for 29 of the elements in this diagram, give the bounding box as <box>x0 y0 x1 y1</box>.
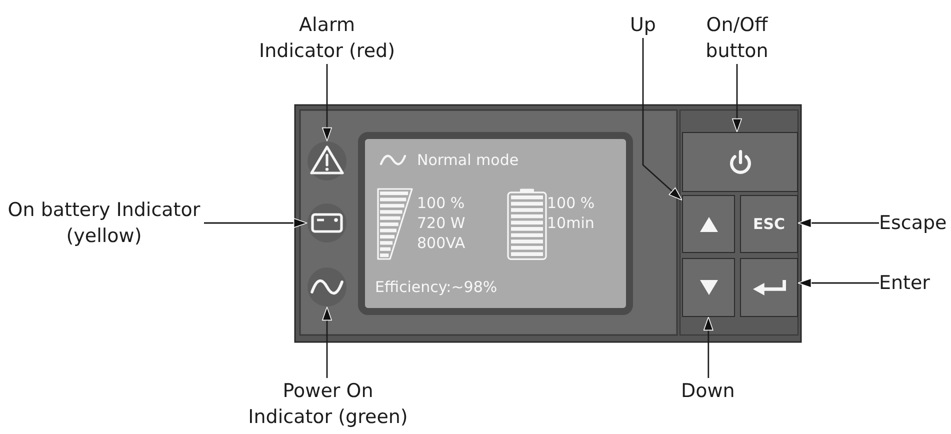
mode-text: Normal mode <box>417 150 519 170</box>
leader-arrow <box>798 218 879 228</box>
leader-arrow <box>322 64 332 142</box>
callout-label: Up <box>630 12 656 38</box>
enter-button <box>740 258 798 317</box>
leader-arrow <box>703 316 714 378</box>
sine-wave-icon <box>307 267 347 307</box>
callout-label: Power On Indicator (green) <box>243 378 413 430</box>
leader-arrow <box>642 38 682 201</box>
efficiency-text: Efficiency:~98% <box>375 277 498 297</box>
power-button <box>682 132 798 192</box>
callout-label: On/Off button <box>692 12 782 64</box>
battery-icon <box>307 203 347 243</box>
leader-arrow <box>732 64 742 132</box>
down-button <box>682 258 735 317</box>
leader-arrow <box>204 218 308 228</box>
warning-icon <box>307 141 347 181</box>
runtime-readout: 100 % 10min <box>547 193 596 233</box>
up-button <box>682 195 735 253</box>
callout-label: On battery Indicator (yellow) <box>4 197 204 249</box>
leader-arrow <box>798 278 879 288</box>
callout-label: Alarm Indicator (red) <box>256 12 398 64</box>
load-readout: 100 % 720 W 800VA <box>417 193 466 253</box>
callout-label: Down <box>681 378 735 404</box>
callout-label: Enter <box>879 270 930 296</box>
escape-button: ESC <box>740 195 798 253</box>
leader-arrow <box>322 306 332 378</box>
callout-label: Escape <box>879 210 947 236</box>
display-screen <box>358 132 633 315</box>
